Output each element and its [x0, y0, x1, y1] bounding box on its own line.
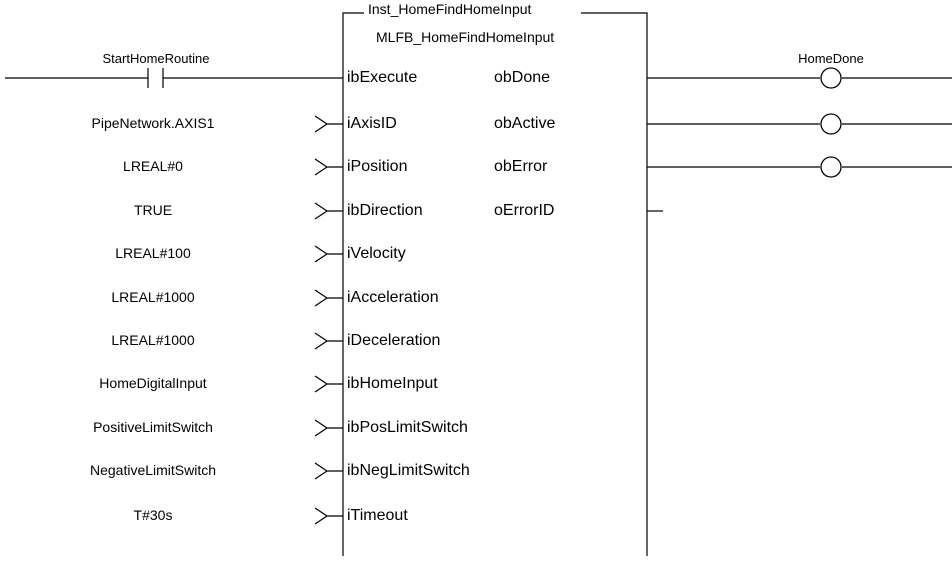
instance-name: Inst_HomeFindHomeInput [368, 1, 532, 17]
block-type-name: MLFB_HomeFindHomeInput [376, 29, 555, 45]
pin-ivelocity: iVelocity [347, 245, 406, 262]
pin-iaxisid: iAxisID [347, 115, 397, 132]
pin-ibposlimitswitch: ibPosLimitSwitch [347, 419, 468, 436]
input-value-neg-limit: NegativeLimitSwitch [89, 462, 217, 478]
input-connector-ibdirection [314, 202, 343, 220]
coil-oberror [820, 156, 842, 178]
input-connector-ideceleration [314, 332, 343, 350]
input-connector-ivelocity [314, 245, 343, 263]
input-value-pos-limit: PositiveLimitSwitch [93, 419, 213, 435]
input-connector-ibhomeinput [314, 375, 343, 393]
pin-itimeout: iTimeout [347, 507, 408, 524]
execute-contact-label: StartHomeRoutine [102, 51, 210, 66]
pin-obactive: obActive [494, 115, 556, 132]
input-value-acceleration: LREAL#1000 [111, 289, 195, 305]
input-value-axis-id: PipeNetwork.AXIS1 [91, 115, 215, 131]
pin-oerrorid: oErrorID [494, 202, 555, 219]
input-value-home-input: HomeDigitalInput [99, 375, 207, 391]
coil-obactive [820, 113, 842, 135]
input-connector-itimeout [314, 507, 343, 525]
input-connector-iaxisid [314, 115, 343, 133]
input-connector-ibposlimitswitch [314, 419, 343, 437]
input-value-velocity: LREAL#100 [115, 245, 191, 261]
pin-iposition: iPosition [347, 158, 408, 175]
input-value-timeout: T#30s [133, 507, 173, 523]
coil-label-home-done: HomeDone [798, 51, 864, 66]
input-connector-iposition [314, 158, 343, 176]
pin-ibhomeinput: ibHomeInput [347, 375, 438, 392]
function-block-frame [342, 12, 364, 556]
input-connector-ibneglimitswitch [314, 462, 343, 480]
pin-ibdirection: ibDirection [347, 202, 423, 219]
pin-ibexecute: ibExecute [347, 69, 418, 86]
pin-obdone: obDone [494, 69, 551, 86]
input-value-deceleration: LREAL#1000 [111, 332, 195, 348]
input-value-position: LREAL#0 [123, 158, 183, 174]
function-block-frame-right [581, 12, 648, 556]
pin-oberror: obError [494, 158, 548, 175]
coil-obdone [820, 67, 842, 89]
pin-iacceleration: iAcceleration [347, 289, 439, 306]
pin-ideceleration: iDeceleration [347, 332, 441, 349]
pin-ibneglimitswitch: ibNegLimitSwitch [347, 462, 470, 479]
input-value-direction: TRUE [133, 202, 173, 218]
input-connector-iacceleration [314, 289, 343, 307]
